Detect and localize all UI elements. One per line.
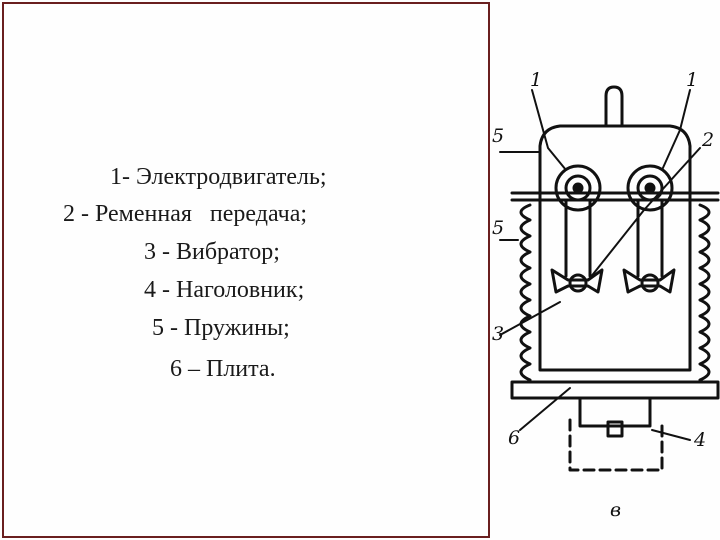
frame-top-border <box>2 2 490 4</box>
label-1-left: 1 <box>530 69 542 91</box>
legend-item-plate: 6 – Плита. <box>170 356 276 382</box>
left-belt <box>564 198 592 278</box>
legend-item-springs: 5 - Пружины; <box>152 315 290 341</box>
diagram-caption: в <box>610 499 621 521</box>
right-belt <box>636 198 664 278</box>
base-plate <box>510 380 720 400</box>
pile-head <box>578 396 652 428</box>
frame-bottom-border <box>2 536 490 538</box>
label-3: 3 <box>492 323 504 345</box>
legend-text-block: 1- Электродвигатель; 2 - Ременная переда… <box>63 164 327 382</box>
left-spring <box>519 203 532 382</box>
label-1-right: 1 <box>686 69 698 91</box>
left-motor-pulley <box>554 164 602 212</box>
label-5-top: 5 <box>492 125 504 147</box>
legend-item-belt-drive: 2 - Ременная передача; <box>63 201 308 227</box>
legend-item-vibrator: 3 - Вибратор; <box>144 239 280 265</box>
label-6: 6 <box>508 427 520 449</box>
label-5-spring: 5 <box>492 217 504 239</box>
right-spring <box>698 203 711 382</box>
legend-item-electric-motor: 1- Электродвигатель; <box>110 164 327 190</box>
right-eccentric <box>622 268 676 294</box>
legend-item-head: 4 - Наголовник; <box>144 277 305 303</box>
right-motor-pulley <box>626 164 674 212</box>
diagram-svg: 1 1 2 5 5 3 6 4 в <box>492 69 720 521</box>
lifting-hook <box>604 85 624 128</box>
vibro-hammer-diagram: 1 1 2 5 5 3 6 4 в <box>490 0 720 540</box>
vibrator-housing <box>538 124 692 372</box>
label-4: 4 <box>693 429 706 451</box>
pile-cap <box>568 418 664 472</box>
left-eccentric <box>550 268 604 294</box>
frame-left-border <box>2 2 4 538</box>
frame-divider <box>488 2 490 538</box>
label-2: 2 <box>701 129 714 151</box>
